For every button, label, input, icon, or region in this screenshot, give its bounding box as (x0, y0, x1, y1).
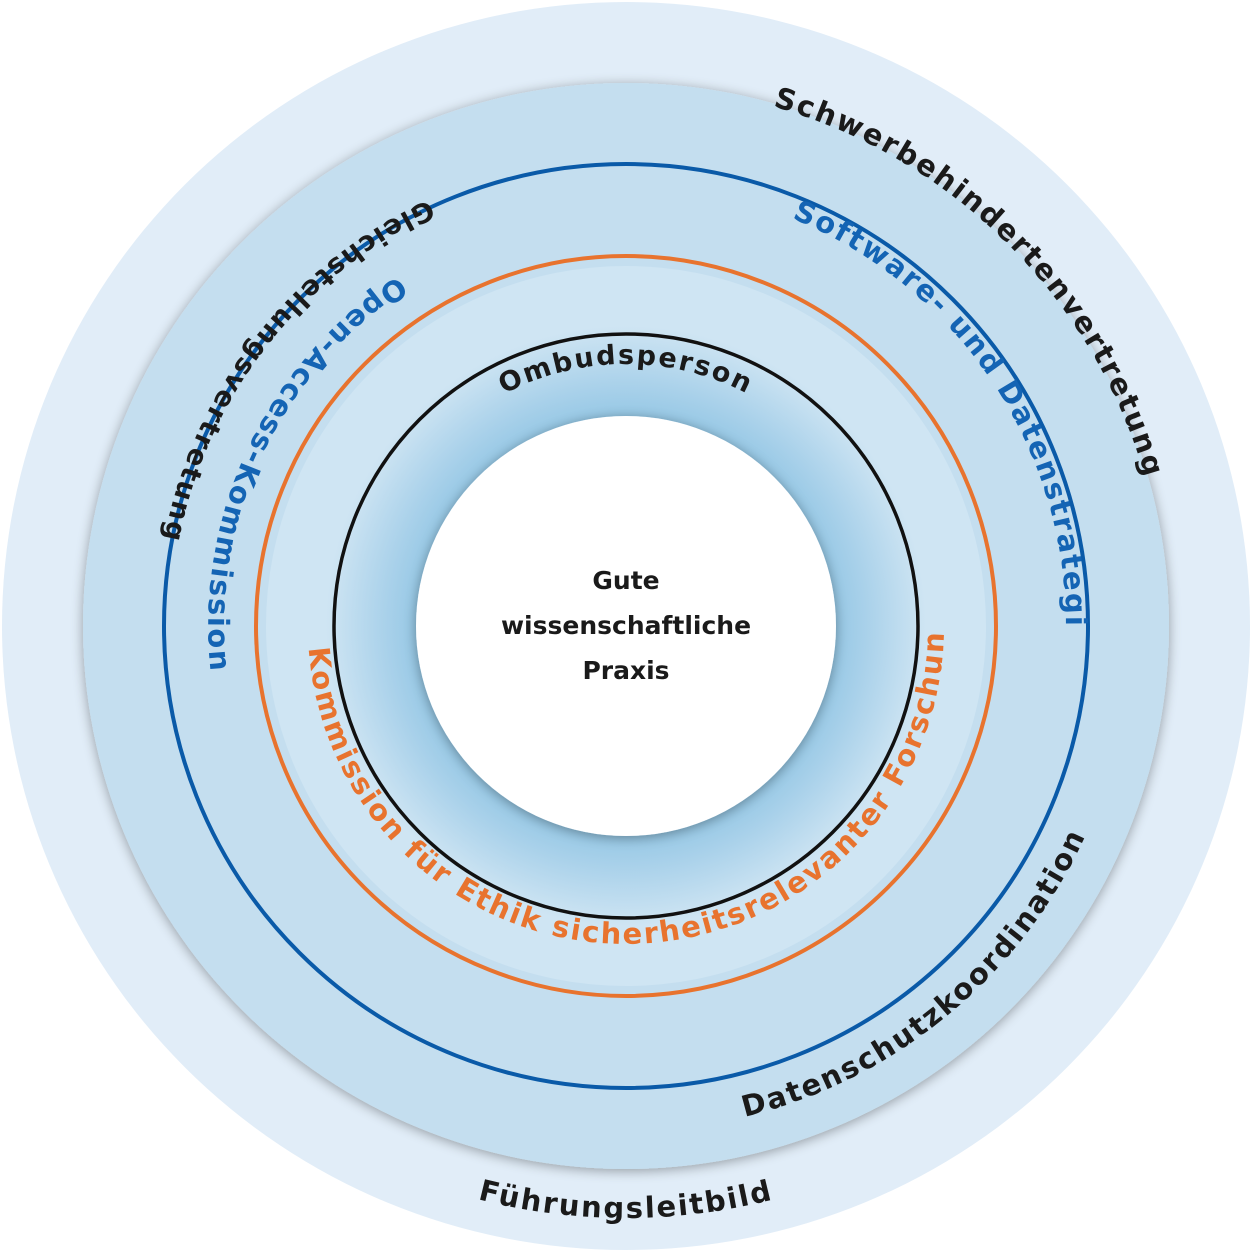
black-ring-line (332, 332, 920, 920)
center-title-line-2: wissenschaftliche (501, 611, 751, 640)
blue-ring-line (162, 162, 1090, 1090)
center-disc (416, 416, 836, 836)
center-title-line-1: Gute (592, 566, 659, 595)
orange-ring-line (254, 254, 998, 998)
center-title-line-3: Praxis (582, 656, 669, 685)
